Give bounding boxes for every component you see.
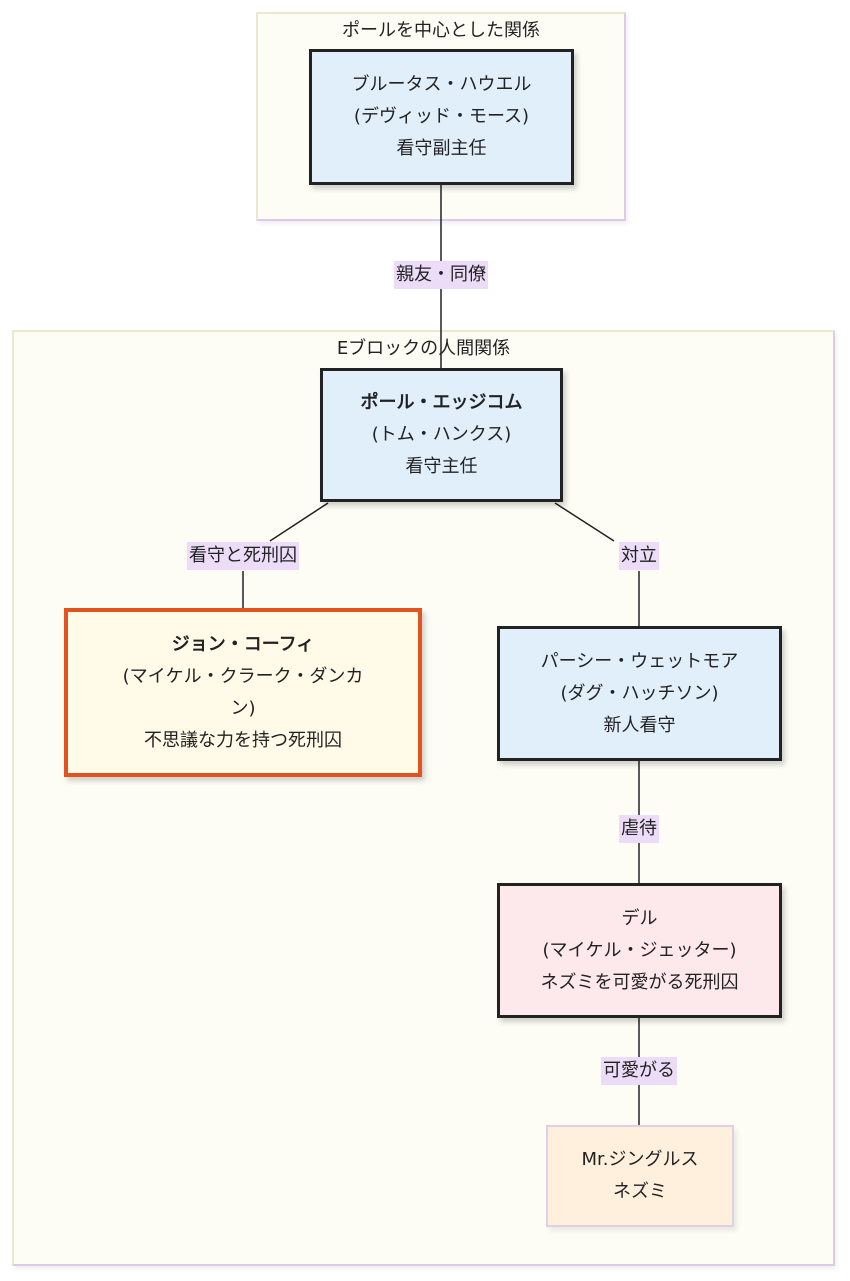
node-actor: (マイケル・ジェッター)	[542, 939, 737, 961]
node-role: 看守副主任	[396, 138, 487, 159]
node-role: 不思議な力を持つ死刑囚	[144, 729, 342, 751]
edge-paul-coffey-a	[269, 502, 329, 542]
node-name: Mr.ジングルス	[581, 1149, 699, 1170]
node-actor-line2: ン)	[230, 697, 256, 719]
node-percy-wetmore[interactable]: パーシー・ウェットモア (ダグ・ハッチソン) 新人看守	[497, 626, 782, 761]
cluster-title-paul-relations: ポールを中心とした関係	[342, 20, 540, 41]
node-role: 新人看守	[603, 714, 676, 736]
node-role: 看守主任	[405, 456, 478, 477]
node-brutus-howell[interactable]: ブルータス・ハウエル (デヴィッド・モース) 看守副主任	[309, 49, 574, 185]
edge-label-conflict: 対立	[619, 542, 659, 570]
node-name: ブルータス・ハウエル	[351, 74, 532, 95]
node-name: ポール・エッジコム	[360, 392, 523, 413]
node-actor: (デヴィッド・モース)	[353, 106, 530, 127]
node-del[interactable]: デル (マイケル・ジェッター) ネズミを可愛がる死刑囚	[497, 883, 782, 1018]
node-name: パーシー・ウェットモア	[540, 650, 739, 672]
node-role: ネズミ	[613, 1181, 667, 1202]
node-john-coffey[interactable]: ジョン・コーフィ (マイケル・クラーク・ダンカ ン) 不思議な力を持つ死刑囚	[64, 608, 422, 777]
node-name: ジョン・コーフィ	[171, 633, 315, 655]
edge-paul-percy-a	[554, 502, 615, 542]
cluster-title-e-block: Eブロックの人間関係	[336, 338, 511, 359]
node-mr-jingles[interactable]: Mr.ジングルス ネズミ	[546, 1125, 734, 1227]
edge-label-abuse: 虐待	[619, 815, 659, 843]
edge-label-guard-and-prisoner: 看守と死刑囚	[187, 542, 299, 570]
node-actor: (トム・ハンクス)	[371, 424, 512, 445]
node-actor: (ダグ・ハッチソン)	[560, 682, 719, 704]
node-name: デル	[621, 907, 658, 929]
edge-label-best-friend-colleague: 親友・同僚	[394, 261, 488, 289]
edge-label-cherish: 可愛がる	[601, 1057, 677, 1085]
node-role: ネズミを可愛がる死刑囚	[540, 971, 739, 993]
node-actor-line1: (マイケル・クラーク・ダンカ	[122, 665, 364, 687]
node-paul-edgecomb[interactable]: ポール・エッジコム (トム・ハンクス) 看守主任	[320, 368, 563, 502]
